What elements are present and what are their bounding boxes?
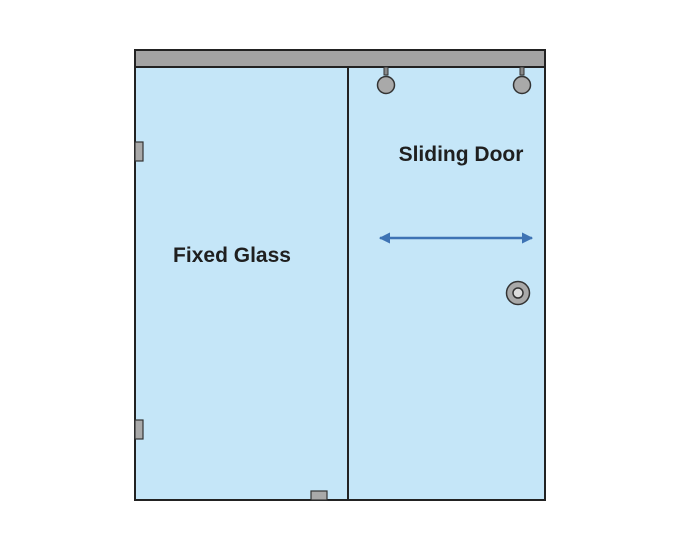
- top-rail: [134, 49, 546, 68]
- fixed-glass-panel: [134, 65, 349, 501]
- fixed-glass-label: Fixed Glass: [173, 244, 291, 267]
- roller-hanger-right: [512, 66, 532, 95]
- knob-icon: [505, 280, 531, 306]
- wall-clamp-top: [134, 141, 144, 162]
- wall-clamp-bottom: [134, 419, 144, 440]
- sliding-door-label: Sliding Door: [399, 143, 524, 166]
- roller-hanger-left: [376, 66, 396, 95]
- floor-guide: [310, 490, 328, 501]
